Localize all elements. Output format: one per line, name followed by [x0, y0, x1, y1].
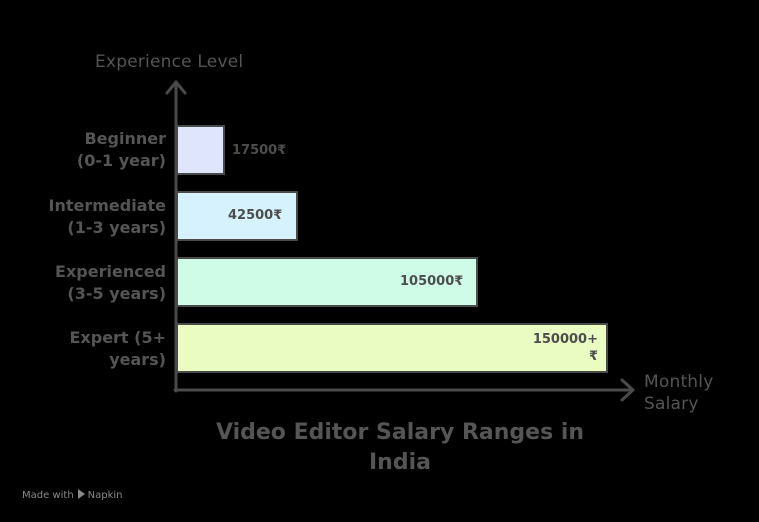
category-label-line: years) — [109, 350, 166, 369]
bar-value-line: ₹ — [588, 349, 598, 364]
category-label-line: Intermediate — [48, 196, 167, 215]
y-axis-arrow-icon — [165, 80, 187, 95]
made-with-text: Made with — [22, 490, 74, 501]
bar-experienced — [176, 257, 478, 307]
category-label-line: Expert (5+ — [69, 328, 166, 347]
category-label-expert: Expert (5+ years) — [6, 327, 166, 371]
bar-value-experienced: 105000₹ — [400, 274, 464, 289]
chart-title: Video Editor Salary Ranges in India — [180, 418, 620, 478]
category-label-beginner: Beginner (0-1 year) — [6, 128, 166, 172]
bar-value-line: 150000+ — [532, 332, 598, 347]
x-axis-title-line-1: Monthly — [644, 372, 714, 392]
chart-title-line: Video Editor Salary Ranges in — [215, 420, 585, 445]
category-label-line: Beginner — [84, 129, 166, 148]
bar-expert — [176, 323, 608, 373]
bar-value-expert: 150000+ ₹ — [530, 331, 598, 365]
category-label-line: (3-5 years) — [67, 284, 166, 303]
napkin-brand-text: Napkin — [87, 490, 123, 501]
x-axis-arrow-icon — [620, 378, 635, 402]
category-label-experienced: Experienced (3-5 years) — [6, 261, 166, 305]
category-label-line: (0-1 year) — [76, 151, 166, 170]
category-label-intermediate: Intermediate (1-3 years) — [6, 195, 167, 239]
category-label-line: Experienced — [55, 262, 166, 281]
category-label-line: (1-3 years) — [67, 218, 166, 237]
y-axis-title: Experience Level — [95, 52, 244, 72]
made-with-napkin-badge[interactable]: Made with Napkin — [22, 489, 123, 501]
bar-beginner — [176, 125, 225, 175]
x-axis-title: Monthly Salary — [644, 371, 713, 415]
bar-intermediate — [176, 191, 298, 241]
bar-value-beginner: 17500₹ — [232, 143, 287, 158]
chart-title-line: India — [369, 450, 431, 475]
bar-value-intermediate: 42500₹ — [228, 208, 283, 223]
napkin-logo-icon — [77, 489, 85, 499]
x-axis-title-line-2: Salary — [644, 394, 699, 414]
